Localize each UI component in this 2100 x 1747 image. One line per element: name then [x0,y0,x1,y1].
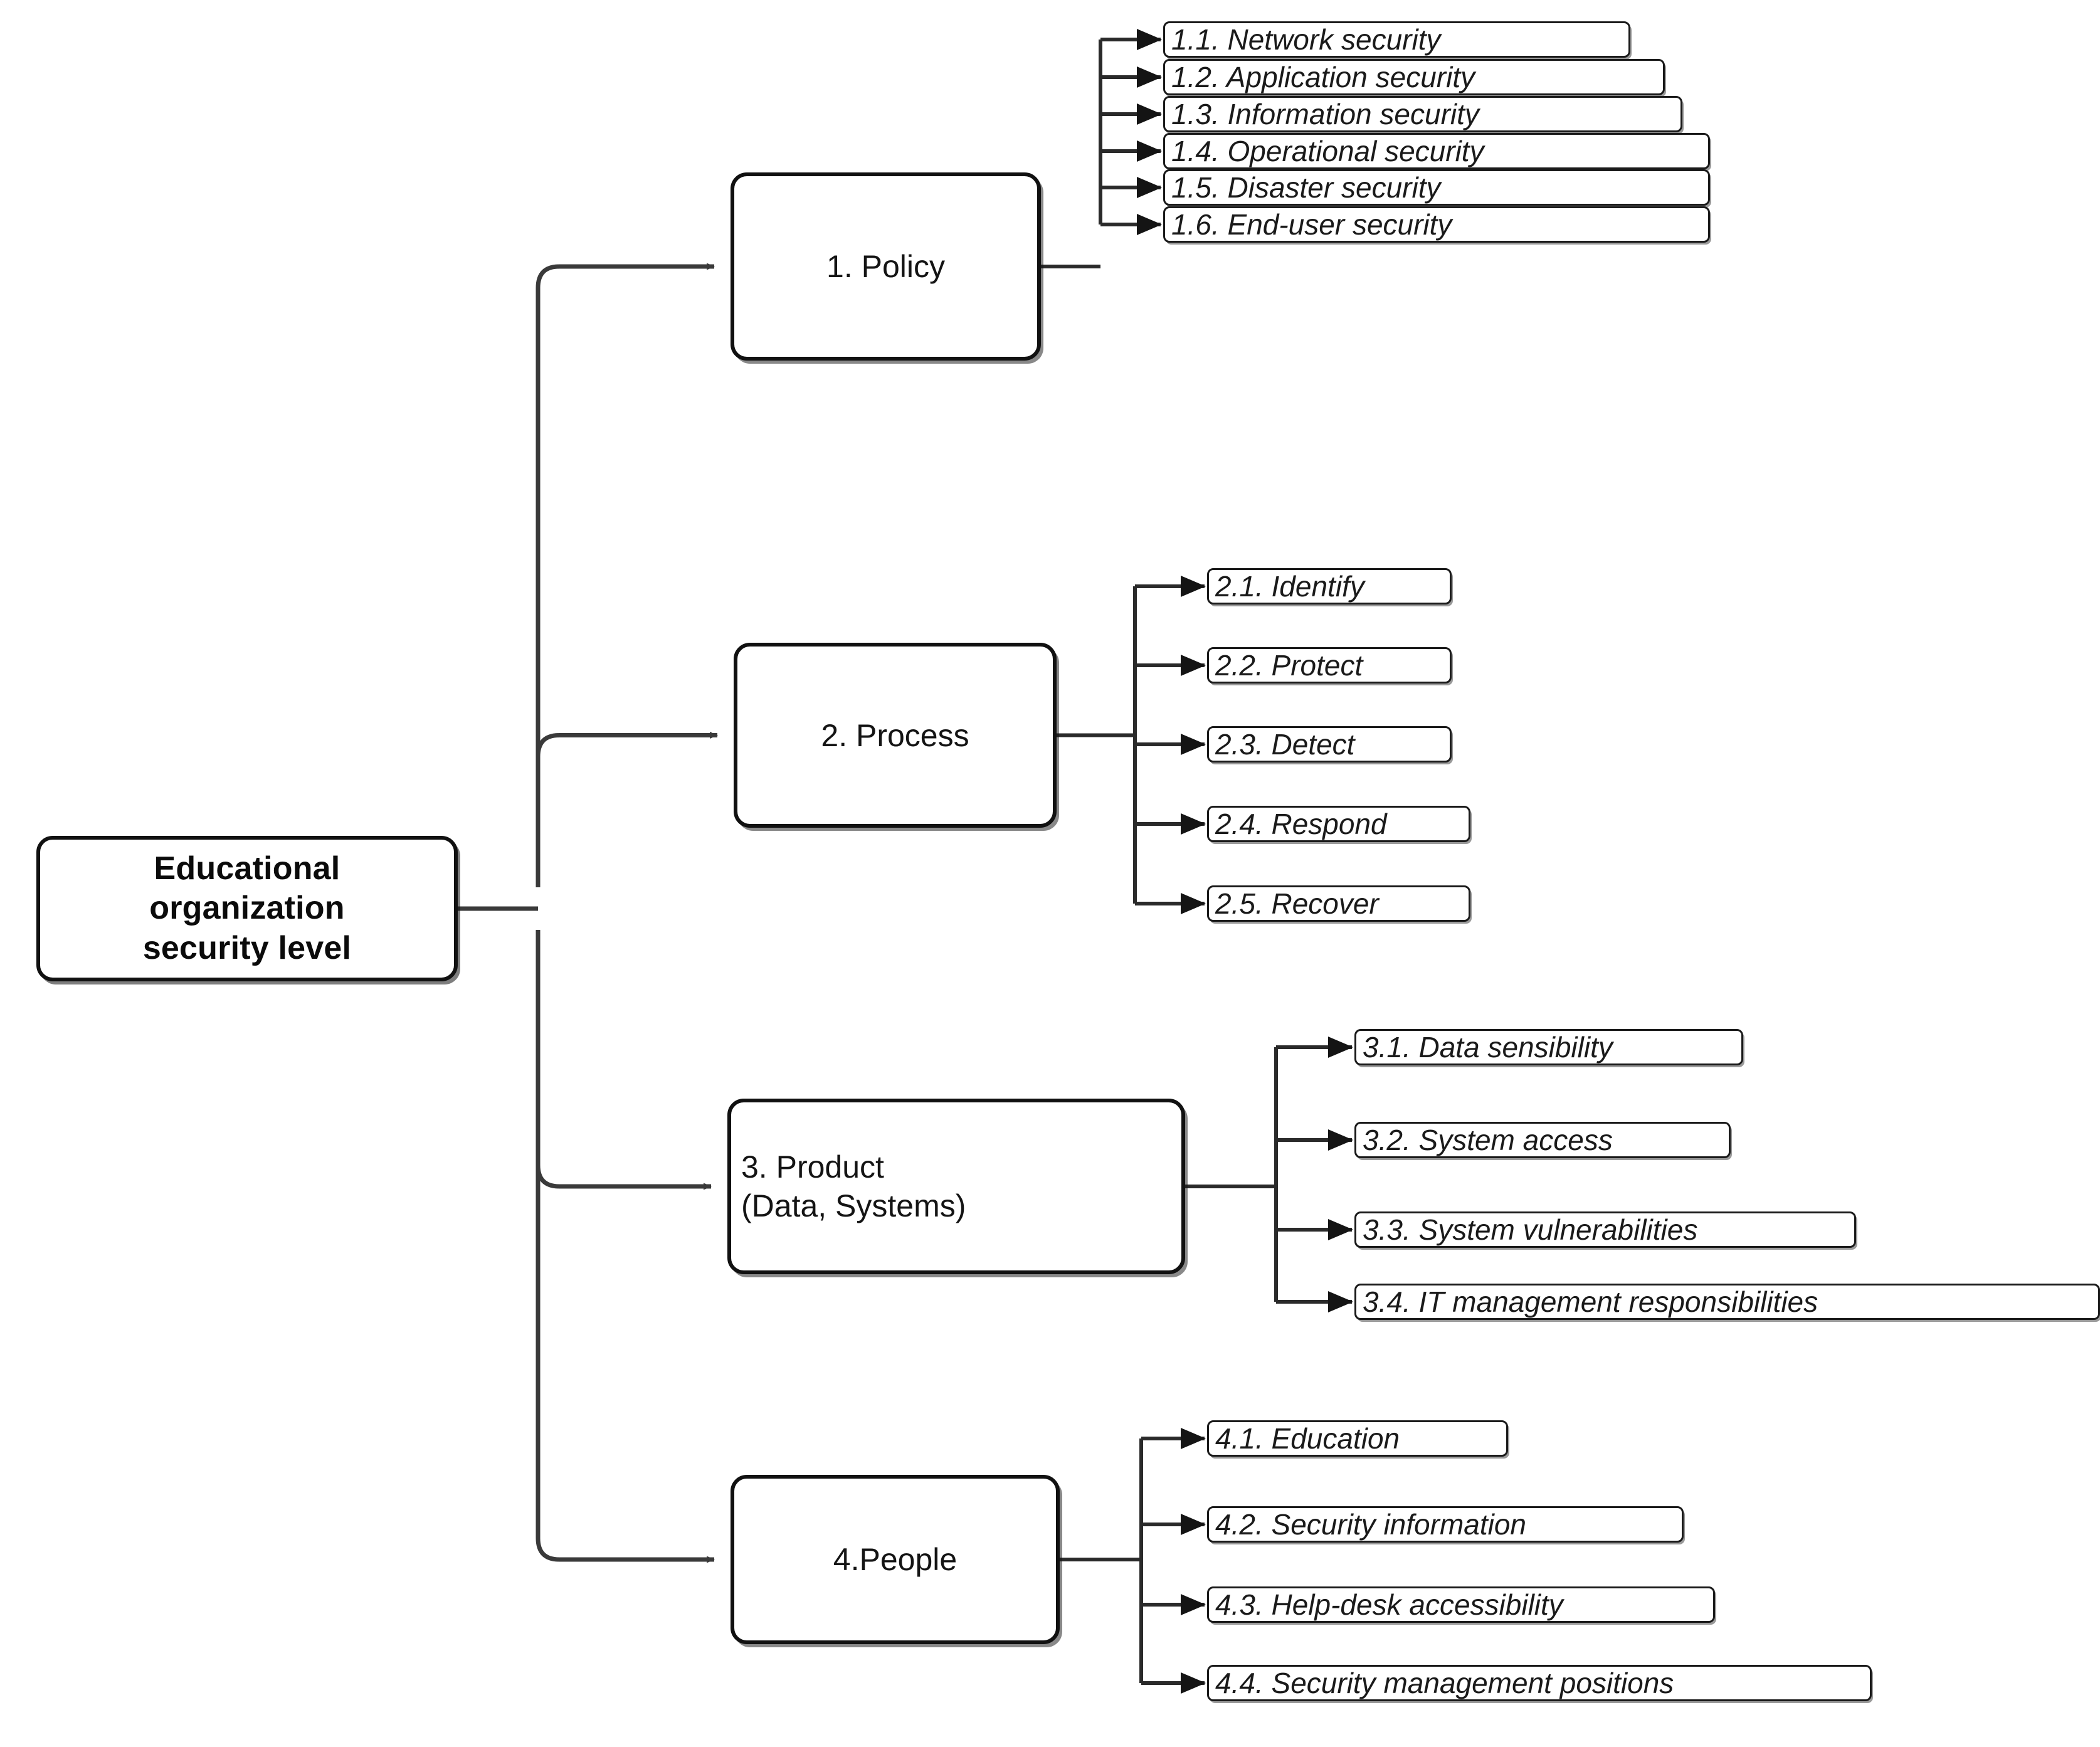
leaf-node[interactable]: 2.3. Detect [1207,726,1452,763]
leaf-node-label: 3.4. IT management responsibilities [1363,1285,1818,1318]
leaf-node[interactable]: 3.3. System vulnerabilities [1354,1211,1856,1248]
root-to-process-connector [536,732,718,887]
leaf-node[interactable]: 2.2. Protect [1207,647,1452,683]
category-node-process[interactable]: 2. Process [734,643,1057,828]
leaf-node-label: 3.2. System access [1363,1124,1613,1156]
category-node-label: 1. Policy [826,249,945,284]
leaf-node[interactable]: 4.3. Help-desk accessibility [1207,1586,1715,1623]
root-to-product-connector [536,930,712,1190]
category-node-people[interactable]: 4.People [731,1475,1060,1644]
leaf-node-label: 1.2. Application security [1171,61,1475,93]
leaf-node-label: 4.3. Help-desk accessibility [1215,1588,1563,1621]
leaf-node-label: 4.2. Security information [1215,1508,1527,1541]
leaf-node-label: 4.1. Education [1215,1422,1400,1455]
category-node-label: 3. Product (Data, Systems) [741,1149,966,1223]
leaf-node-label: 3.1. Data sensibility [1363,1031,1613,1064]
leaf-node[interactable]: 1.2. Application security [1163,59,1665,95]
leaf-node-label: 4.4. Security management positions [1215,1667,1674,1699]
category-node-product[interactable]: 3. Product (Data, Systems) [727,1099,1185,1274]
leaf-node[interactable]: 1.6. End-user security [1163,206,1710,243]
leaf-node-label: 2.1. Identify [1215,570,1364,603]
leaf-node-label: 2.3. Detect [1215,728,1355,761]
leaf-node[interactable]: 4.1. Education [1207,1420,1508,1457]
leaf-node[interactable]: 1.1. Network security [1163,21,1630,58]
leaf-node[interactable]: 1.4. Operational security [1163,133,1710,169]
root-node-label: Educational organization security level [142,850,352,966]
leaf-node-label: 1.3. Information security [1171,98,1479,130]
leaf-node[interactable]: 4.2. Security information [1207,1506,1684,1543]
leaf-node[interactable]: 2.4. Respond [1207,806,1470,842]
category-node-label: 2. Process [821,717,969,753]
leaf-node[interactable]: 1.5. Disaster security [1163,169,1710,206]
leaf-node-label: 1.5. Disaster security [1171,171,1441,204]
category-node-label: 4.People [833,1542,958,1577]
leaf-node[interactable]: 2.1. Identify [1207,568,1452,604]
leaf-node-label: 3.3. System vulnerabilities [1363,1213,1698,1246]
leaf-node-label: 1.6. End-user security [1171,208,1452,241]
leaf-node[interactable]: 4.4. Security management positions [1207,1665,1872,1701]
leaf-node[interactable]: 1.3. Information security [1163,96,1682,132]
leaf-node-label: 2.2. Protect [1215,649,1363,682]
leaf-node-label: 2.4. Respond [1215,808,1387,840]
leaf-node[interactable]: 2.5. Recover [1207,885,1470,922]
root-node[interactable]: Educational organization security level [36,836,458,981]
leaf-node[interactable]: 3.1. Data sensibility [1354,1029,1743,1065]
leaf-node-label: 1.4. Operational security [1171,135,1484,167]
category-node-policy[interactable]: 1. Policy [731,172,1041,361]
root-to-policy-connector [536,263,715,887]
leaf-node[interactable]: 3.2. System access [1354,1122,1731,1158]
leaf-node[interactable]: 3.4. IT management responsibilities [1354,1284,2100,1320]
leaf-node-label: 1.1. Network security [1171,23,1441,56]
root-to-people-connector [536,930,715,1563]
leaf-node-label: 2.5. Recover [1215,887,1379,920]
